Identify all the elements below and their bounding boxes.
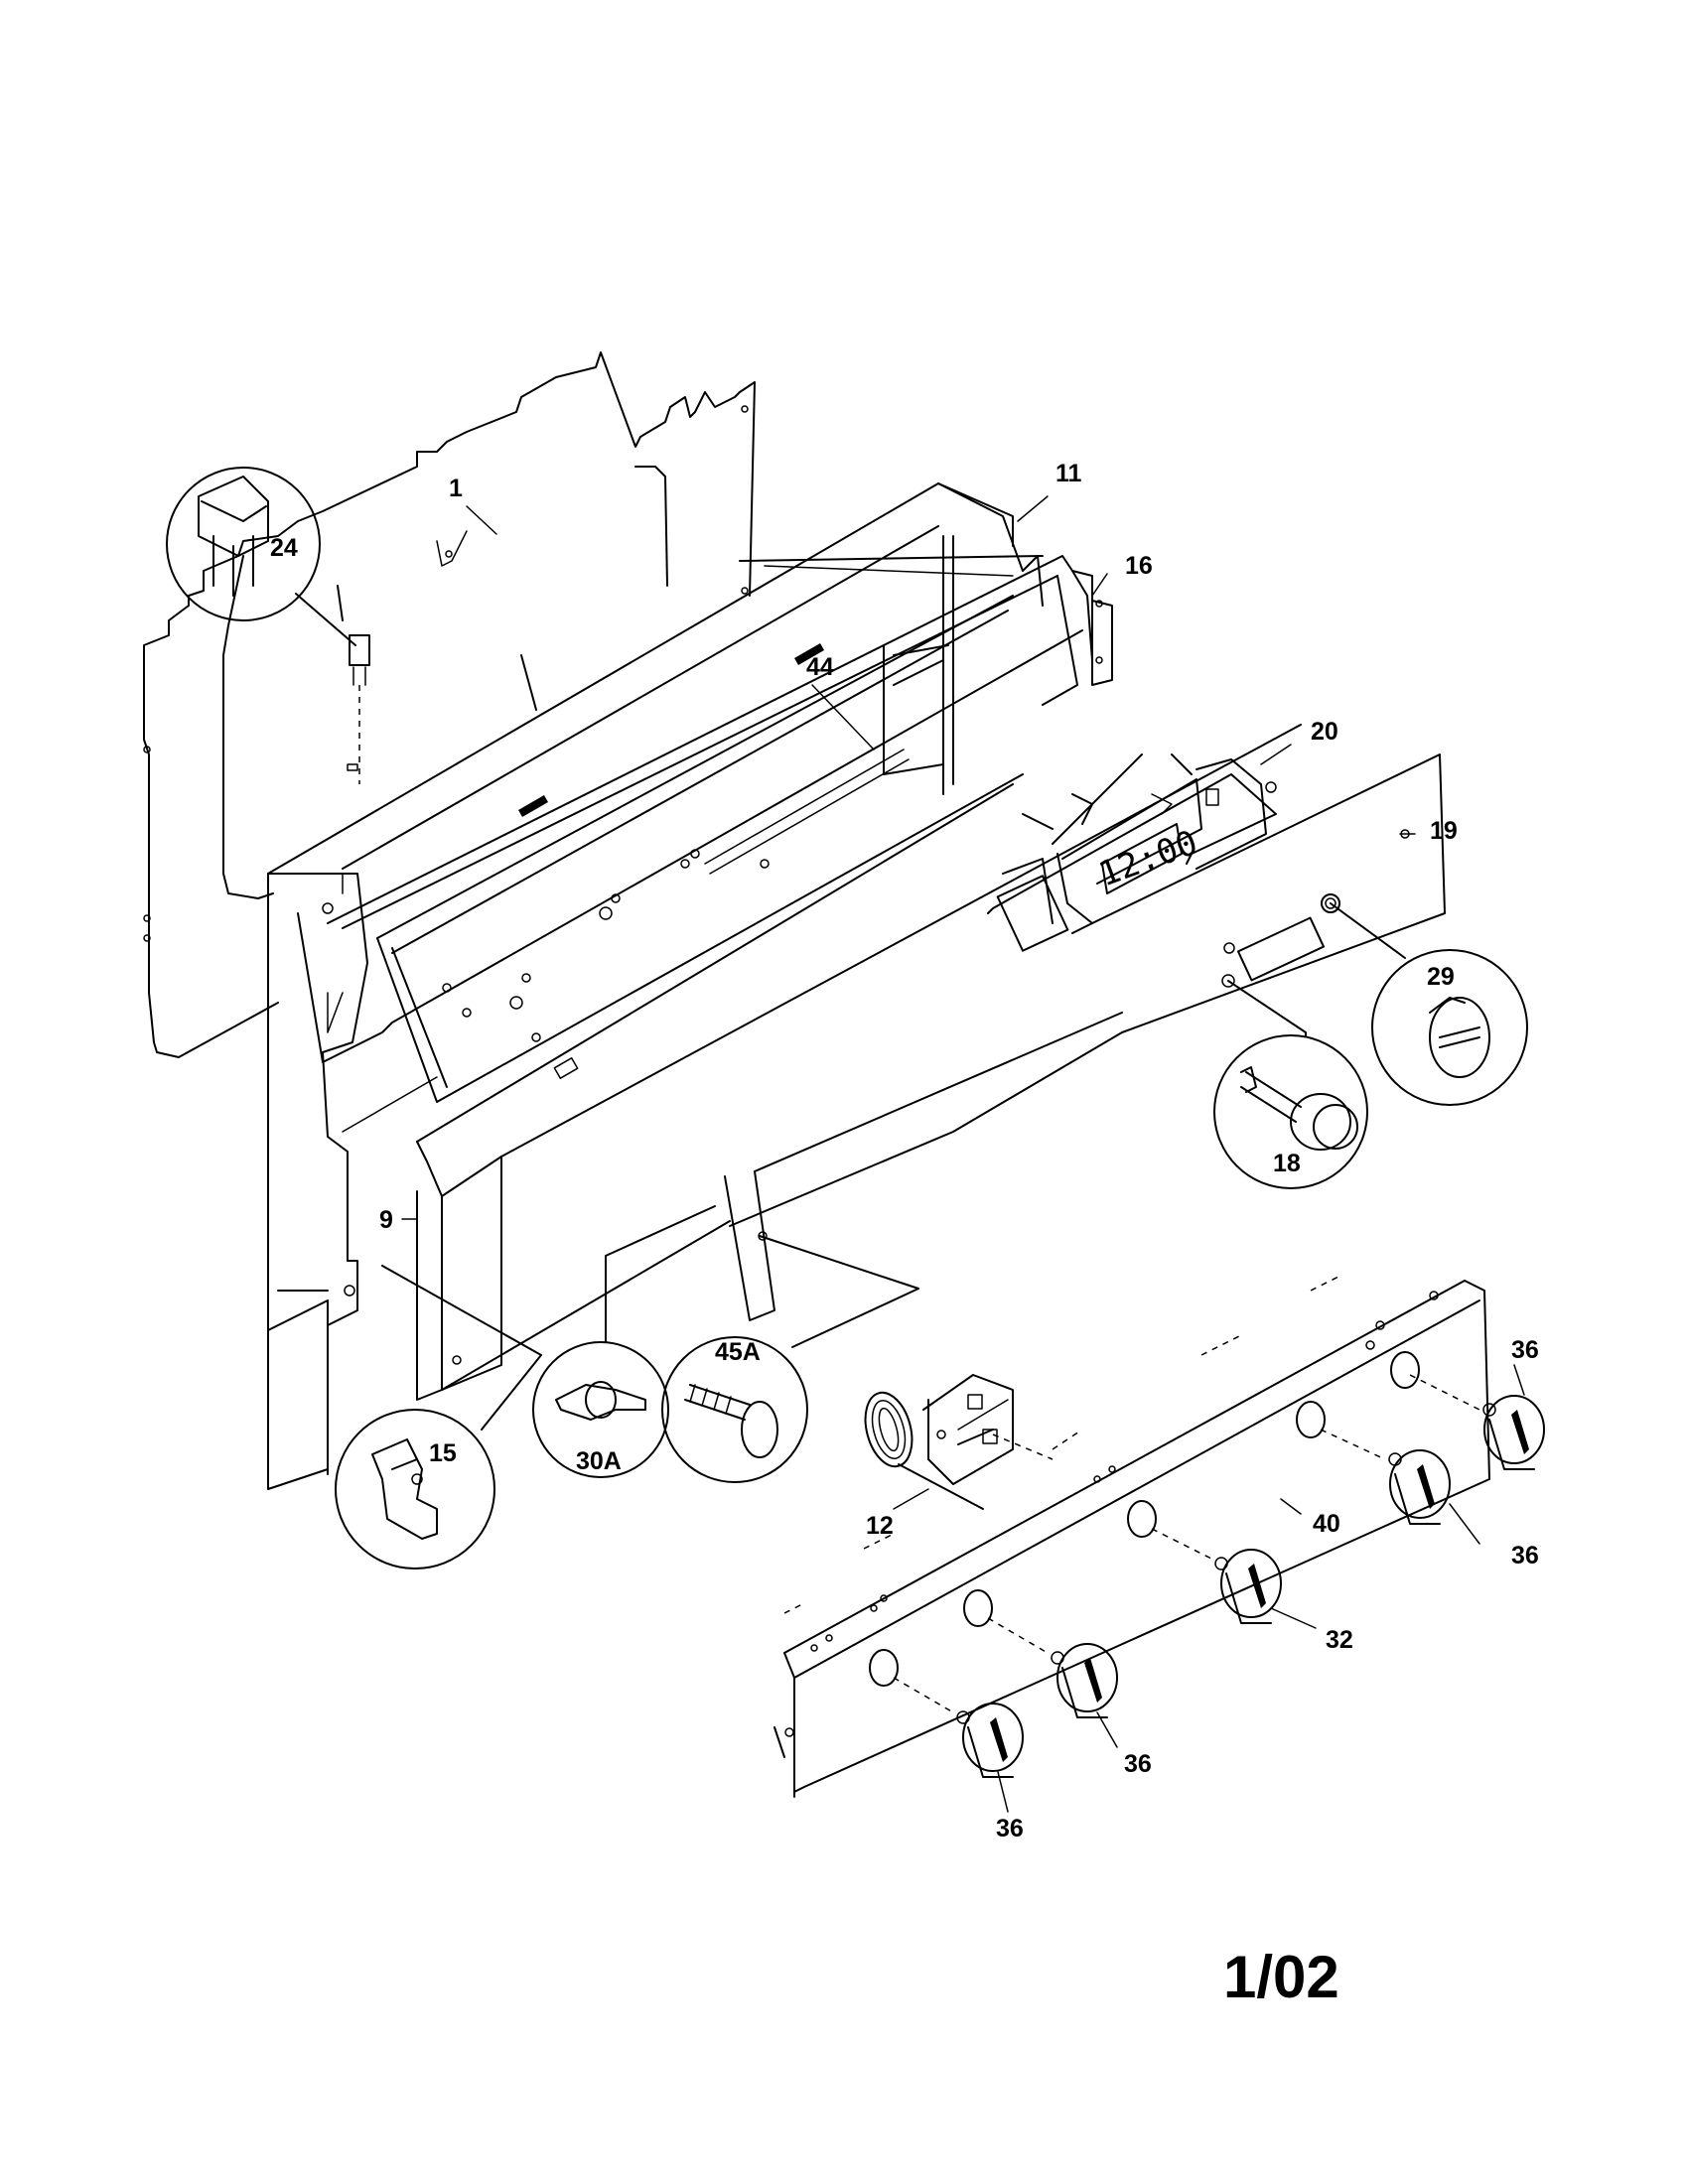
knob-part-36-lower	[893, 1677, 1024, 1778]
callout-44: 44	[806, 653, 834, 681]
detail-circle-part-45A	[661, 1235, 919, 1483]
callout-1: 1	[449, 475, 463, 502]
callout-20: 20	[1311, 718, 1338, 746]
callout-19: 19	[1430, 817, 1458, 845]
callout-9: 9	[379, 1206, 393, 1234]
clock-display-text: 12:00	[1093, 823, 1202, 895]
callout-45A: 45A	[715, 1338, 761, 1366]
leader-lines	[401, 495, 1525, 1813]
callout-36-upper: 36	[1511, 1336, 1539, 1364]
detail-circle-part-29	[1330, 902, 1528, 1106]
callout-30A: 30A	[576, 1447, 622, 1475]
callout-18: 18	[1273, 1150, 1301, 1177]
knob-part-36-lower-mid	[987, 1617, 1118, 1718]
clock-module-part-20: 12:00	[987, 753, 1277, 952]
detail-circle-part-30A	[532, 1205, 716, 1478]
callout-32: 32	[1326, 1626, 1353, 1654]
callout-11: 11	[1055, 460, 1082, 487]
channel-part-44	[739, 555, 1044, 686]
callout-labels: 1 24 11 16 44 20 19 29 18 9 15 30A 45A 1…	[270, 460, 1539, 1843]
footer-code: 1/02	[1223, 1944, 1339, 2010]
manifold-panel-part-40	[774, 1275, 1490, 1798]
console-body-part-9	[267, 482, 1302, 1490]
detail-circle-part-15	[335, 1265, 542, 1570]
callout-15: 15	[429, 1439, 457, 1467]
detail-circle-part-18	[1213, 980, 1368, 1189]
rear-panel-part-1	[143, 351, 756, 1058]
bracket-part-16	[327, 555, 1113, 1103]
detail-circle-part-24	[166, 467, 370, 784]
knob-part-36-mid-right	[1320, 1429, 1451, 1525]
callout-16: 16	[1125, 552, 1153, 580]
callout-29: 29	[1427, 963, 1455, 991]
knob-part-36-upper	[1409, 1374, 1545, 1470]
callout-40: 40	[1313, 1510, 1340, 1538]
callout-12: 12	[866, 1512, 894, 1540]
thermostat-part-12	[864, 1374, 1054, 1510]
front-panel-part-19	[724, 753, 1446, 1321]
callout-36-mid-right: 36	[1511, 1542, 1539, 1570]
housing-frame-part-11	[297, 482, 1083, 1063]
callout-36-lower-mid: 36	[1124, 1750, 1152, 1778]
callout-36-lower: 36	[996, 1815, 1024, 1843]
knob-part-32	[1151, 1528, 1282, 1624]
callout-24: 24	[270, 534, 298, 562]
